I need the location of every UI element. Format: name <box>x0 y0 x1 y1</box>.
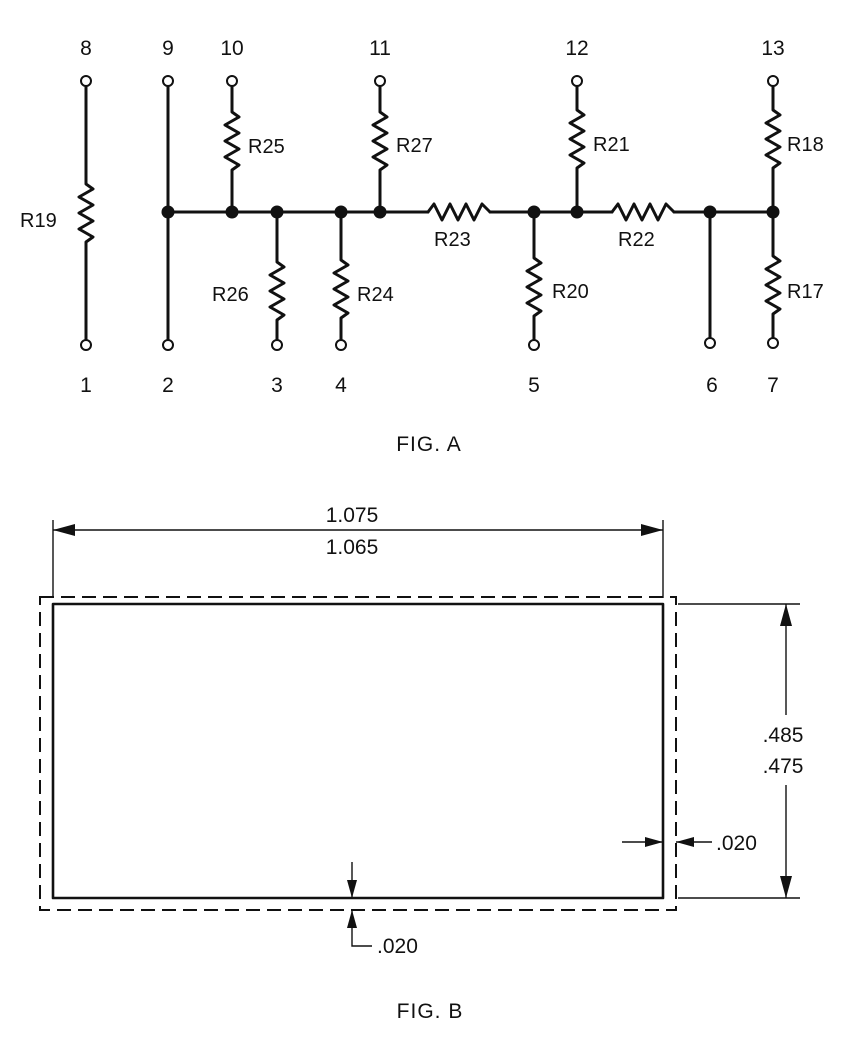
pin-label-3: 3 <box>271 374 283 397</box>
terminal-pin-3 <box>271 339 283 351</box>
junction-node <box>225 205 239 219</box>
fig-b-caption: FIG. B <box>397 1000 464 1023</box>
fig-b-substrate-outline: 1.075 1.065 .485 .475 .020 .020 FIG. B <box>39 504 804 1023</box>
resistor-r18-zigzag <box>764 84 782 214</box>
margin-right-arrow-right <box>676 837 694 847</box>
margin-right-arrow-left <box>645 837 663 847</box>
pin-label-12: 12 <box>565 37 588 60</box>
resistor-r27-zigzag <box>371 84 389 214</box>
terminal-pin-9 <box>162 75 174 87</box>
pin-label-11: 11 <box>369 37 391 60</box>
junction-node <box>527 205 541 219</box>
pin-label-10: 10 <box>220 37 243 60</box>
pin-label-8: 8 <box>80 37 92 60</box>
height-arrow-bottom <box>780 876 792 898</box>
width-arrow-right <box>641 524 663 536</box>
width-max-label: 1.075 <box>326 504 379 527</box>
fig-a-caption: FIG. A <box>396 433 462 456</box>
substrate-rectangle <box>51 602 665 900</box>
height-arrow-top <box>780 604 792 626</box>
terminal-pin-6 <box>704 337 716 349</box>
terminal-pin-7 <box>767 337 779 349</box>
resistor-r21-zigzag <box>568 84 586 214</box>
outer-boundary-dashed <box>39 596 677 911</box>
pin-label-6: 6 <box>706 374 718 397</box>
terminal-pin-10 <box>226 75 238 87</box>
junction-node <box>334 205 348 219</box>
resistor-r17-zigzag <box>764 210 782 340</box>
resistor-label-r25: R25 <box>248 136 285 158</box>
margin-bottom-arrow-top <box>347 880 357 898</box>
terminal-pin-1 <box>80 339 92 351</box>
resistor-label-r23: R23 <box>434 229 471 251</box>
resistor-r24-zigzag <box>332 210 350 342</box>
resistor-label-r27: R27 <box>396 135 433 157</box>
pin-label-13: 13 <box>761 37 784 60</box>
resistor-r22-zigzag <box>610 202 676 222</box>
pin-label-7: 7 <box>767 374 779 397</box>
resistor-r23-zigzag <box>426 202 492 222</box>
margin-right-label: .020 <box>716 832 757 855</box>
resistor-label-r19: R19 <box>20 210 57 232</box>
terminal-pin-2 <box>162 339 174 351</box>
resistor-r26-zigzag <box>268 210 286 342</box>
resistor-label-r17: R17 <box>787 281 824 303</box>
terminal-pin-13 <box>767 75 779 87</box>
resistor-label-r20: R20 <box>552 281 589 303</box>
height-max-label: .485 <box>763 724 804 747</box>
resistor-label-r21: R21 <box>593 134 630 156</box>
junction-node <box>766 205 780 219</box>
fig-a-resistor-network: 8 9 10 11 12 13 1 2 3 4 5 6 7 R19 R25 R2… <box>20 37 824 456</box>
pin-label-5: 5 <box>528 374 540 397</box>
margin-bottom-label: .020 <box>377 935 418 958</box>
terminal-pin-11 <box>374 75 386 87</box>
terminal-pin-8 <box>80 75 92 87</box>
pin-label-1: 1 <box>80 374 92 397</box>
width-arrow-left <box>53 524 75 536</box>
pin-label-4: 4 <box>335 374 347 397</box>
junction-node <box>270 205 284 219</box>
resistor-label-r24: R24 <box>357 284 394 306</box>
width-min-label: 1.065 <box>326 536 379 559</box>
resistor-r20-zigzag <box>525 210 543 342</box>
terminal-pin-4 <box>335 339 347 351</box>
terminal-pin-12 <box>571 75 583 87</box>
margin-bottom-leader-bottom <box>351 911 372 947</box>
resistor-r25-zigzag <box>223 84 241 214</box>
resistor-r19-zigzag <box>77 84 95 342</box>
height-min-label: .475 <box>763 755 804 778</box>
resistor-label-r18: R18 <box>787 134 824 156</box>
terminal-pin-5 <box>528 339 540 351</box>
junction-node <box>373 205 387 219</box>
junction-node <box>161 205 175 219</box>
resistor-label-r22: R22 <box>618 229 655 251</box>
resistor-label-r26: R26 <box>212 284 249 306</box>
pin-label-2: 2 <box>162 374 174 397</box>
junction-node <box>570 205 584 219</box>
pin-label-9: 9 <box>162 37 174 60</box>
junction-node <box>703 205 717 219</box>
